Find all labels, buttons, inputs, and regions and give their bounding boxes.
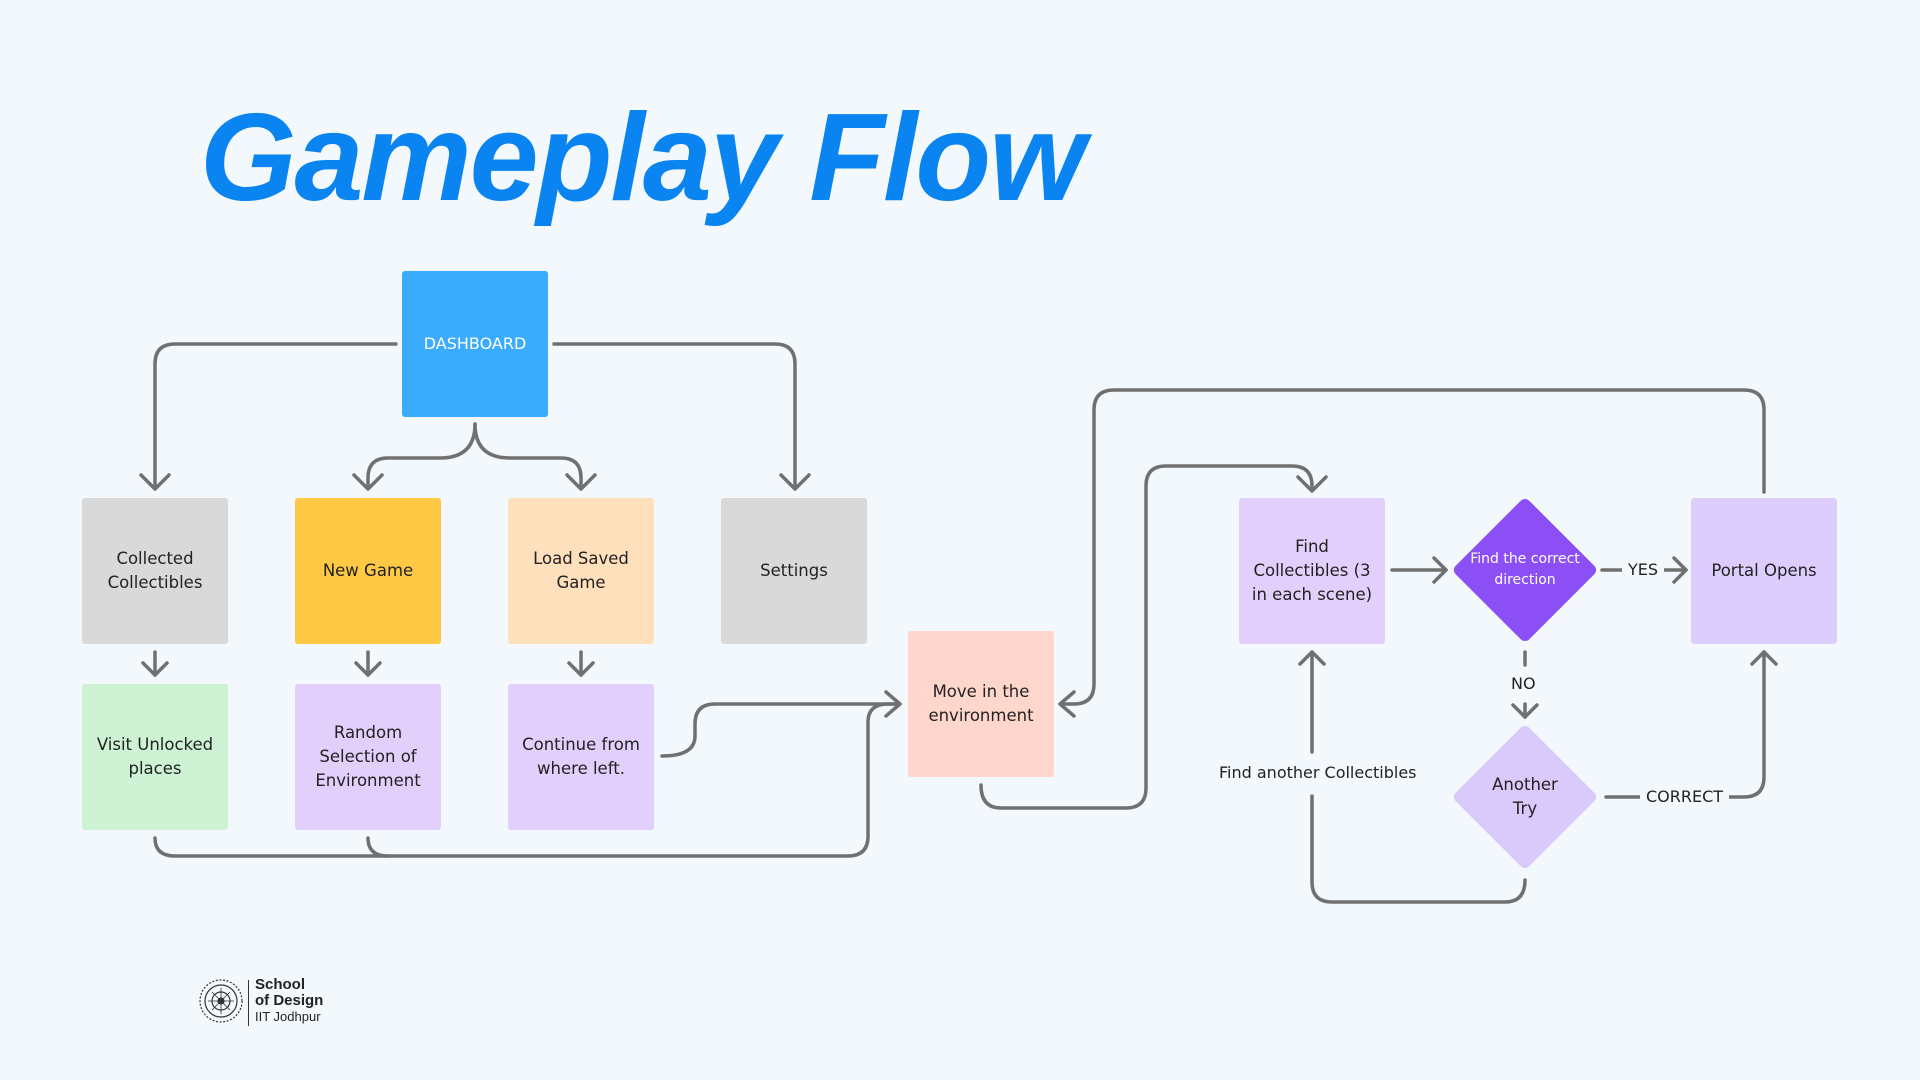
new-game-label: New Game xyxy=(322,561,414,580)
find-direction-text: Find the correct direction xyxy=(1465,530,1585,610)
another-try-text: Another Try xyxy=(1480,757,1570,837)
arrowhead xyxy=(139,473,171,491)
random-environment-label: Random Selection of Environment xyxy=(315,723,421,790)
arrowhead xyxy=(1750,650,1778,666)
arrowhead xyxy=(354,661,382,677)
load-saved-game-node[interactable]: Load Saved Game xyxy=(508,498,654,644)
random-environment-node[interactable]: Random Selection of Environment xyxy=(295,684,441,830)
continue-node[interactable]: Continue from where left. xyxy=(508,684,654,830)
arrowhead xyxy=(1432,556,1448,584)
load-saved-game-label: Load Saved Game xyxy=(533,549,629,592)
arrowhead xyxy=(352,473,384,491)
portal-opens-label: Portal Opens xyxy=(1711,561,1817,580)
find-another-label: Find another Collectibles xyxy=(1213,763,1423,782)
find-direction-label: Find the correct direction xyxy=(1470,551,1580,588)
settings-label: Settings xyxy=(760,561,828,580)
move-environment-label: Move in the environment xyxy=(928,682,1034,725)
arrowhead xyxy=(1511,703,1539,719)
edge-dashboard-newgame xyxy=(366,422,477,490)
edge-visit-move xyxy=(153,702,900,858)
arrowhead xyxy=(884,690,902,718)
logo-text: School of Design IIT Jodhpur xyxy=(255,977,323,1025)
edge-move-find xyxy=(979,464,1314,810)
correct-label: CORRECT xyxy=(1640,787,1730,806)
move-environment-node[interactable]: Move in the environment xyxy=(908,631,1054,777)
no-label: NO xyxy=(1505,674,1542,693)
find-collectibles-node[interactable]: Find Collectibles (3 in each scene) xyxy=(1239,498,1385,644)
arrowhead xyxy=(1058,690,1076,718)
edge-another-find xyxy=(1310,794,1527,904)
dashboard-label: DASHBOARD xyxy=(423,334,527,353)
another-try-label: Another Try xyxy=(1492,775,1558,818)
dashboard-node[interactable]: DASHBOARD xyxy=(402,271,548,417)
find-collectibles-label: Find Collectibles (3 in each scene) xyxy=(1251,537,1373,604)
edge-dashboard-collected xyxy=(153,342,398,490)
new-game-node[interactable]: New Game xyxy=(295,498,441,644)
page-title: Gameplay Flow xyxy=(200,89,1086,227)
visit-unlocked-node[interactable]: Visit Unlocked places xyxy=(82,684,228,830)
settings-node[interactable]: Settings xyxy=(721,498,867,644)
arrowhead xyxy=(141,661,169,677)
logo-line-2: of Design xyxy=(255,992,324,1009)
logo-line-1: School xyxy=(255,976,306,993)
logo-line-3: IIT Jodhpur xyxy=(255,1009,321,1024)
collected-collectibles-node[interactable]: Collected Collectibles xyxy=(82,498,228,644)
edge-another-portal xyxy=(1604,650,1766,799)
logo-divider xyxy=(248,980,249,1026)
visit-unlocked-label: Visit Unlocked places xyxy=(96,735,214,778)
edge-continue-move xyxy=(660,702,900,758)
edge-dashboard-settings xyxy=(552,342,797,490)
arrowhead xyxy=(1296,475,1328,493)
edge-dashboard-loadsaved xyxy=(473,422,583,490)
arrowhead xyxy=(1672,556,1688,584)
edge-portal-move xyxy=(1060,388,1766,706)
portal-opens-node[interactable]: Portal Opens xyxy=(1691,498,1837,644)
arrowhead xyxy=(565,473,597,491)
arrowhead xyxy=(567,661,595,677)
arrowhead xyxy=(1298,650,1326,666)
collected-collectibles-label: Collected Collectibles xyxy=(107,549,203,592)
arrowhead xyxy=(779,473,811,491)
edge-random-bus xyxy=(366,836,390,858)
iit-jodhpur-seal-icon xyxy=(199,979,243,1023)
yes-label: YES xyxy=(1622,560,1665,579)
continue-label: Continue from where left. xyxy=(522,735,640,778)
